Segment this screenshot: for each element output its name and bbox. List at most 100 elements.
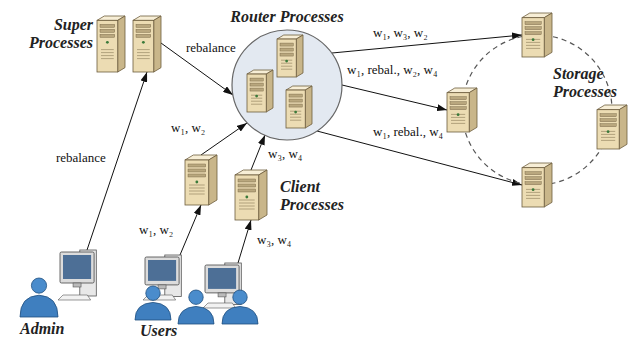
- vent-line: [189, 185, 205, 186]
- server-side: [154, 16, 161, 72]
- drive-bay: [525, 172, 541, 175]
- vent-line: [137, 58, 150, 59]
- monitor-stand: [218, 293, 226, 297]
- user-figure: [178, 290, 214, 324]
- vent-line: [189, 188, 205, 189]
- server-side: [118, 16, 125, 72]
- vent-line: [101, 58, 114, 59]
- server-icon: [235, 170, 267, 220]
- edge-label: rebalance: [55, 150, 107, 165]
- group-label: Storage Processes: [553, 65, 631, 101]
- vent-line: [281, 66, 292, 67]
- process-group: Users: [130, 245, 280, 342]
- group-label: Router Processes: [222, 8, 352, 26]
- power-led: [106, 41, 109, 44]
- edge-label: w₁, rebal., w₂, w₄: [346, 62, 439, 77]
- drive-bay: [188, 169, 206, 172]
- edge-label: w₁, w₂: [170, 120, 206, 135]
- server-front: [97, 20, 118, 72]
- server-front: [277, 39, 296, 77]
- power-led: [245, 196, 248, 199]
- screen: [148, 260, 176, 281]
- power-led: [285, 60, 288, 63]
- vent-line: [101, 49, 114, 50]
- drive-bay: [188, 174, 206, 177]
- message-arrow: [238, 220, 251, 263]
- drive-bay: [100, 34, 115, 37]
- process-group: Client Processes: [180, 150, 361, 235]
- drive-bay: [250, 88, 263, 91]
- process-group: Admin: [15, 245, 115, 342]
- drive-bay: [450, 107, 466, 110]
- user-body: [20, 295, 58, 317]
- drive-bay: [238, 189, 256, 192]
- vent-line: [251, 104, 262, 105]
- edge-label: w₁, rebal., w₄: [372, 124, 444, 139]
- drive-bay: [280, 48, 293, 51]
- screen: [63, 255, 91, 279]
- vent-line: [526, 198, 540, 199]
- group-illustration: [180, 150, 360, 235]
- process-group: Storage Processes: [455, 2, 633, 208]
- user-body: [135, 302, 171, 320]
- server-side: [544, 163, 552, 207]
- server-icon: [277, 35, 303, 77]
- vent-line: [281, 69, 292, 70]
- drive-bay: [238, 184, 256, 187]
- message-arrow: [342, 85, 447, 110]
- power-led: [142, 41, 145, 44]
- server-front: [235, 175, 259, 220]
- power-led: [294, 111, 297, 114]
- drive-bay: [289, 99, 302, 102]
- drive-bay: [280, 43, 293, 46]
- storage-ring: [462, 35, 612, 185]
- edge-label: w₁, w₂: [138, 222, 174, 237]
- drive-bay: [136, 24, 151, 27]
- vent-line: [451, 117, 465, 118]
- server-front: [447, 93, 469, 132]
- vent-line: [137, 49, 150, 50]
- vent-line: [526, 192, 540, 193]
- router-circle: [232, 30, 342, 140]
- keyboard: [203, 303, 236, 308]
- monitor: [205, 265, 239, 293]
- server-front: [133, 20, 154, 72]
- server-icon: [597, 105, 627, 149]
- user-figure: [135, 286, 171, 320]
- server-icon: [97, 16, 125, 72]
- monitor-stand: [73, 283, 81, 287]
- process-group: Super Processes: [5, 8, 165, 80]
- group-label: Admin: [20, 320, 110, 338]
- vent-line: [101, 52, 114, 53]
- vent-line: [290, 114, 301, 115]
- group-label: Users: [140, 322, 240, 340]
- server-icon: [247, 70, 273, 112]
- process-group: Router Processes: [222, 8, 353, 143]
- server-side: [544, 13, 552, 57]
- user-body: [222, 306, 258, 324]
- computer-icon: [143, 255, 181, 300]
- computer-icon: [58, 250, 96, 300]
- power-led: [457, 113, 460, 116]
- monitor: [60, 252, 94, 283]
- server-side: [209, 155, 217, 205]
- vent-line: [101, 55, 114, 56]
- user-head: [233, 290, 247, 304]
- user-figure: [20, 278, 58, 317]
- drive-bay: [600, 114, 616, 117]
- vent-line: [251, 98, 262, 99]
- user-head: [189, 290, 203, 304]
- message-arrow: [317, 131, 522, 185]
- group-illustration: [455, 2, 633, 208]
- edge-label: rebalance: [185, 40, 237, 55]
- vent-line: [601, 137, 615, 138]
- drive-bay: [600, 124, 616, 127]
- server-front: [247, 74, 266, 112]
- server-icon: [522, 13, 552, 57]
- drive-bay: [289, 104, 302, 107]
- vent-line: [281, 63, 292, 64]
- server-icon: [522, 163, 552, 207]
- vent-line: [239, 209, 255, 210]
- keyboard: [58, 295, 91, 300]
- vent-line: [239, 203, 255, 204]
